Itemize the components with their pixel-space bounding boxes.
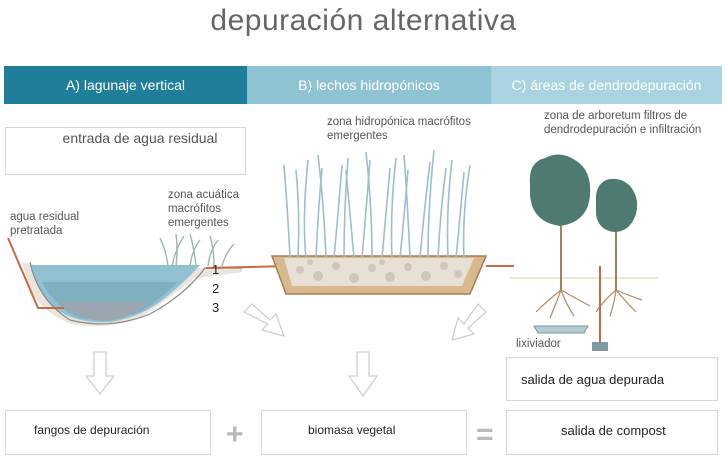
plus-sign: + xyxy=(226,418,244,451)
equals-sign: = xyxy=(476,418,494,451)
fangos-box: fangos de depuración xyxy=(5,410,211,455)
layer-number-2: 2 xyxy=(212,281,220,296)
page-title: depuración alternativa xyxy=(210,4,517,37)
biomasa-label: biomasa vegetal xyxy=(308,423,396,437)
agua-depurada-box: salida de agua depurada xyxy=(506,357,718,401)
biomasa-box: biomasa vegetal xyxy=(261,410,467,455)
layer-number-1: 1 xyxy=(212,262,220,277)
agua-pretratada-label: agua residual pretratada xyxy=(10,211,80,237)
fangos-label: fangos de depuración xyxy=(34,423,150,437)
header-dendrodepuracion: C) áreas de dendrodepuración xyxy=(491,66,722,104)
lagoon-illustration xyxy=(7,233,291,326)
layer-number-3: 3 xyxy=(212,300,220,315)
agua-depurada-label: salida de agua depurada xyxy=(521,372,665,387)
lixiviador-label: lixiviador xyxy=(516,338,561,350)
zona-arboretum-label: zona de arboretum filtros de dendrodepur… xyxy=(544,110,702,136)
dendro-illustration xyxy=(510,154,658,351)
zona-hidroponica-label: zona hidropónica macrófitos emergentes xyxy=(327,116,471,142)
zona-acuatica-label: zona acuática macrófitos emergentes xyxy=(168,189,239,229)
header-lagunaje-vertical: A) lagunaje vertical xyxy=(4,66,247,104)
flow-arrows xyxy=(84,302,487,398)
hydroponic-bed-illustration xyxy=(270,149,514,295)
entrada-box xyxy=(5,127,246,175)
compost-label: salida de compost xyxy=(561,423,666,438)
compost-box: salida de compost xyxy=(506,410,718,455)
header-lechos-hidroponicos: B) lechos hidropónicos xyxy=(247,66,491,104)
entrada-label: entrada de agua residual xyxy=(62,130,218,146)
